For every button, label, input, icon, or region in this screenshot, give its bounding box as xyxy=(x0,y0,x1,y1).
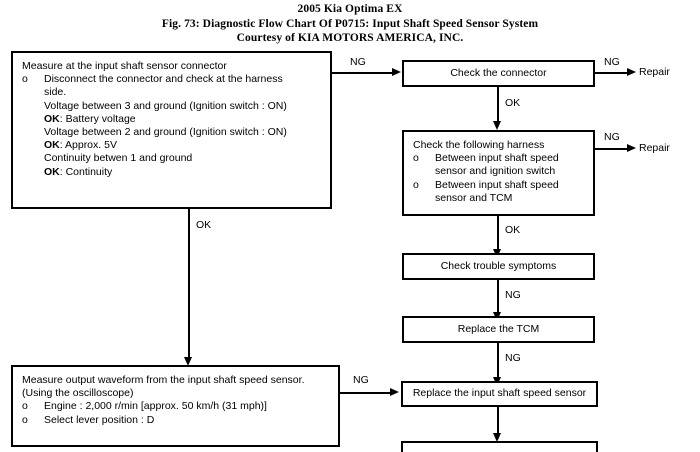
measure-connector-detail-2: Voltage between 2 and ground (Ignition s… xyxy=(44,126,287,139)
check-harness-bullet-2-line1: Between input shaft speed xyxy=(435,178,559,191)
edge-label-ng-2: NG xyxy=(604,56,620,68)
measure-connector-bullet-line2: side. xyxy=(44,86,67,99)
measure-connector-detail-3: Continuity betwen 1 and ground xyxy=(44,152,193,165)
header-line-model: 2005 Kia Optima EX xyxy=(297,3,403,15)
figure-header: 2005 Kia Optima EX Fig. 73: Diagnostic F… xyxy=(0,2,700,46)
header-line-courtesy: Courtesy of KIA MOTORS AMERICA, INC. xyxy=(236,32,464,44)
measure-connector-detail-1-ok: OK: Battery voltage xyxy=(22,113,322,126)
node-check-connector: Check the connector xyxy=(402,60,595,87)
check-trouble-symptoms-label: Check trouble symptoms xyxy=(440,259,557,272)
check-harness-bullet-2-line2: sensor and TCM xyxy=(435,191,513,204)
measure-waveform-bullet-1: o Engine : 2,000 r/min [approx. 50 km/h … xyxy=(22,400,330,413)
edge-line-check-connector-to-harness xyxy=(497,87,499,123)
edge-label-ng-4: NG xyxy=(505,289,521,301)
node-repair-1: Repair xyxy=(639,66,670,78)
measure-waveform-title: Measure output waveform from the input s… xyxy=(22,374,305,386)
ok-value-1: : Battery voltage xyxy=(59,112,136,125)
edge-label-ok-2: OK xyxy=(505,224,521,236)
edge-arrow-check-connector-to-repair xyxy=(627,68,636,76)
node-check-harness: Check the following harness o Between in… xyxy=(402,130,595,216)
ok-label-1: OK xyxy=(44,112,60,125)
node-measure-connector: Measure at the input shaft sensor connec… xyxy=(11,51,332,209)
ok-label-2: OK xyxy=(44,139,60,152)
check-harness-bullet-2: o Between input shaft speed xyxy=(413,179,585,192)
measure-connector-bullet-line1: Disconnect the connector and check at th… xyxy=(44,73,283,86)
measure-connector-detail-2-ok: OK: Approx. 5V xyxy=(22,139,322,152)
edge-label-ng-5: NG xyxy=(505,352,521,364)
edge-arrow-check-connector-to-harness xyxy=(493,121,501,130)
edge-label-ng-6: NG xyxy=(353,374,369,386)
edge-arrow-sensor-to-bottom xyxy=(493,433,501,442)
node-check-trouble-symptoms: Check trouble symptoms xyxy=(402,253,595,280)
edge-line-check-connector-to-repair xyxy=(595,72,631,74)
edge-line-measure-to-check-connector xyxy=(332,72,392,74)
edge-arrow-measure-to-check-connector xyxy=(392,68,401,76)
replace-sensor-label: Replace the input shaft speed sensor xyxy=(412,387,587,400)
measure-connector-bullet: o Disconnect the connector and check at … xyxy=(22,73,322,86)
check-harness-title: Check the following harness xyxy=(413,139,545,151)
node-replace-tcm: Replace the TCM xyxy=(402,316,595,343)
edge-label-ok-3: OK xyxy=(196,219,212,231)
bullet-marker: o xyxy=(413,178,419,191)
measure-connector-detail-3-ok: OK: Continuity xyxy=(22,166,322,179)
measure-connector-detail-1: Voltage between 3 and ground (Ignition s… xyxy=(44,99,287,112)
edge-arrow-waveform-to-sensor xyxy=(390,388,399,396)
bullet-marker: o xyxy=(22,73,28,86)
node-repair-2: Repair xyxy=(639,142,670,154)
node-measure-waveform: Measure output waveform from the input s… xyxy=(11,365,340,447)
edge-arrow-harness-to-repair xyxy=(627,144,636,152)
measure-connector-title: Measure at the input shaft sensor connec… xyxy=(22,60,227,72)
node-replace-sensor: Replace the input shaft speed sensor xyxy=(401,381,598,407)
edge-line-sensor-to-bottom xyxy=(497,407,499,437)
edge-line-symptoms-to-tcm xyxy=(497,280,499,314)
edge-line-harness-to-repair xyxy=(595,148,631,150)
check-harness-bullet-1-line2: sensor and ignition switch xyxy=(435,165,556,178)
edge-label-ng-1: NG xyxy=(350,56,366,68)
check-harness-bullet-1: o Between input shaft speed xyxy=(413,152,585,165)
bullet-marker: o xyxy=(22,413,28,426)
edge-label-ng-3: NG xyxy=(604,131,620,143)
edge-arrow-measure-to-waveform xyxy=(184,357,192,366)
measure-waveform-subtitle: (Using the oscilloscope) xyxy=(22,387,134,400)
edge-line-tcm-to-sensor xyxy=(497,343,499,379)
edge-label-ok-1: OK xyxy=(505,97,521,109)
bullet-marker: o xyxy=(413,152,419,165)
node-bottom-cutoff xyxy=(401,441,598,452)
ok-label-3: OK xyxy=(44,165,60,178)
replace-tcm-label: Replace the TCM xyxy=(457,322,540,335)
header-line-figure-title: Fig. 73: Diagnostic Flow Chart Of P0715:… xyxy=(161,17,539,30)
edge-line-measure-to-waveform xyxy=(188,209,190,361)
ok-value-3: : Continuity xyxy=(59,165,113,178)
measure-waveform-bullet-1-text: Engine : 2,000 r/min [approx. 50 km/h (3… xyxy=(44,400,267,413)
check-harness-bullet-1-line1: Between input shaft speed xyxy=(435,152,559,165)
edge-line-harness-to-symptoms xyxy=(497,216,499,251)
edge-line-waveform-to-sensor xyxy=(340,392,391,394)
bullet-marker: o xyxy=(22,400,28,413)
ok-value-2: : Approx. 5V xyxy=(59,139,117,152)
measure-waveform-bullet-2: o Select lever position : D xyxy=(22,414,330,427)
measure-waveform-bullet-2-text: Select lever position : D xyxy=(44,413,155,426)
check-connector-label: Check the connector xyxy=(450,66,547,79)
